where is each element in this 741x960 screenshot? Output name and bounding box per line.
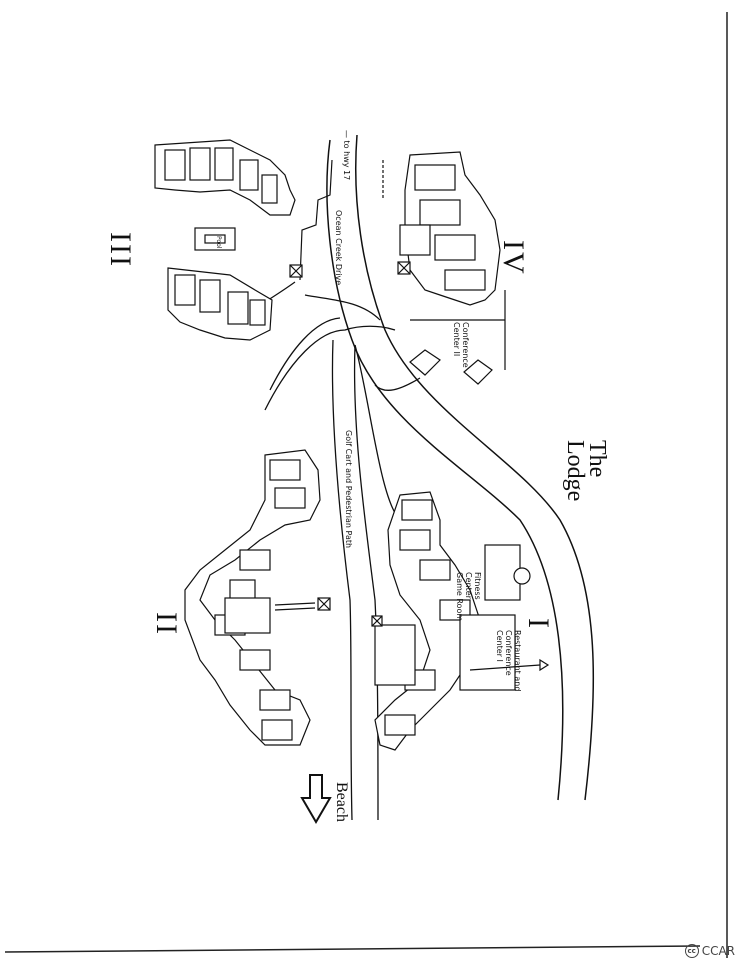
beach-label: Beach bbox=[333, 782, 350, 822]
lodge-label-line2: Lodge bbox=[562, 440, 588, 502]
building-cluster-iv bbox=[382, 151, 506, 385]
to-hwy-label: — to hwy 17 bbox=[342, 130, 351, 181]
building-label-ii: II bbox=[150, 612, 183, 636]
beach-arrow-icon bbox=[300, 774, 332, 824]
cc-icon: cc bbox=[684, 944, 699, 958]
building-cluster-i bbox=[371, 491, 550, 751]
main-road bbox=[326, 134, 595, 801]
building-label-iii: III bbox=[104, 232, 137, 268]
building-cluster-iii bbox=[154, 139, 303, 341]
restaurant-label: Restaurant and Conference Center I bbox=[495, 630, 522, 692]
lodge-label: The Lodge bbox=[562, 440, 610, 502]
golf-cart-path bbox=[264, 317, 421, 821]
fitness-center-label: Fitness Center Game Room bbox=[455, 572, 482, 622]
watermark-text: CCAR bbox=[701, 944, 735, 958]
pool-label: Pool bbox=[215, 236, 222, 249]
building-cluster-ii bbox=[184, 449, 331, 746]
page-border bbox=[4, 12, 728, 958]
building-label-iv: IV bbox=[497, 240, 530, 276]
golf-cart-path-label: Golf Cart and Pedestrian Path bbox=[344, 430, 353, 549]
lodge-label-line1: The bbox=[584, 440, 610, 478]
building-label-i: I bbox=[522, 618, 555, 630]
conference-center-ii-label: Conference Center II bbox=[452, 322, 470, 368]
ccar-watermark: cc CCAR bbox=[684, 944, 735, 958]
ocean-creek-drive-label: Ocean Creek Drive bbox=[334, 210, 343, 286]
